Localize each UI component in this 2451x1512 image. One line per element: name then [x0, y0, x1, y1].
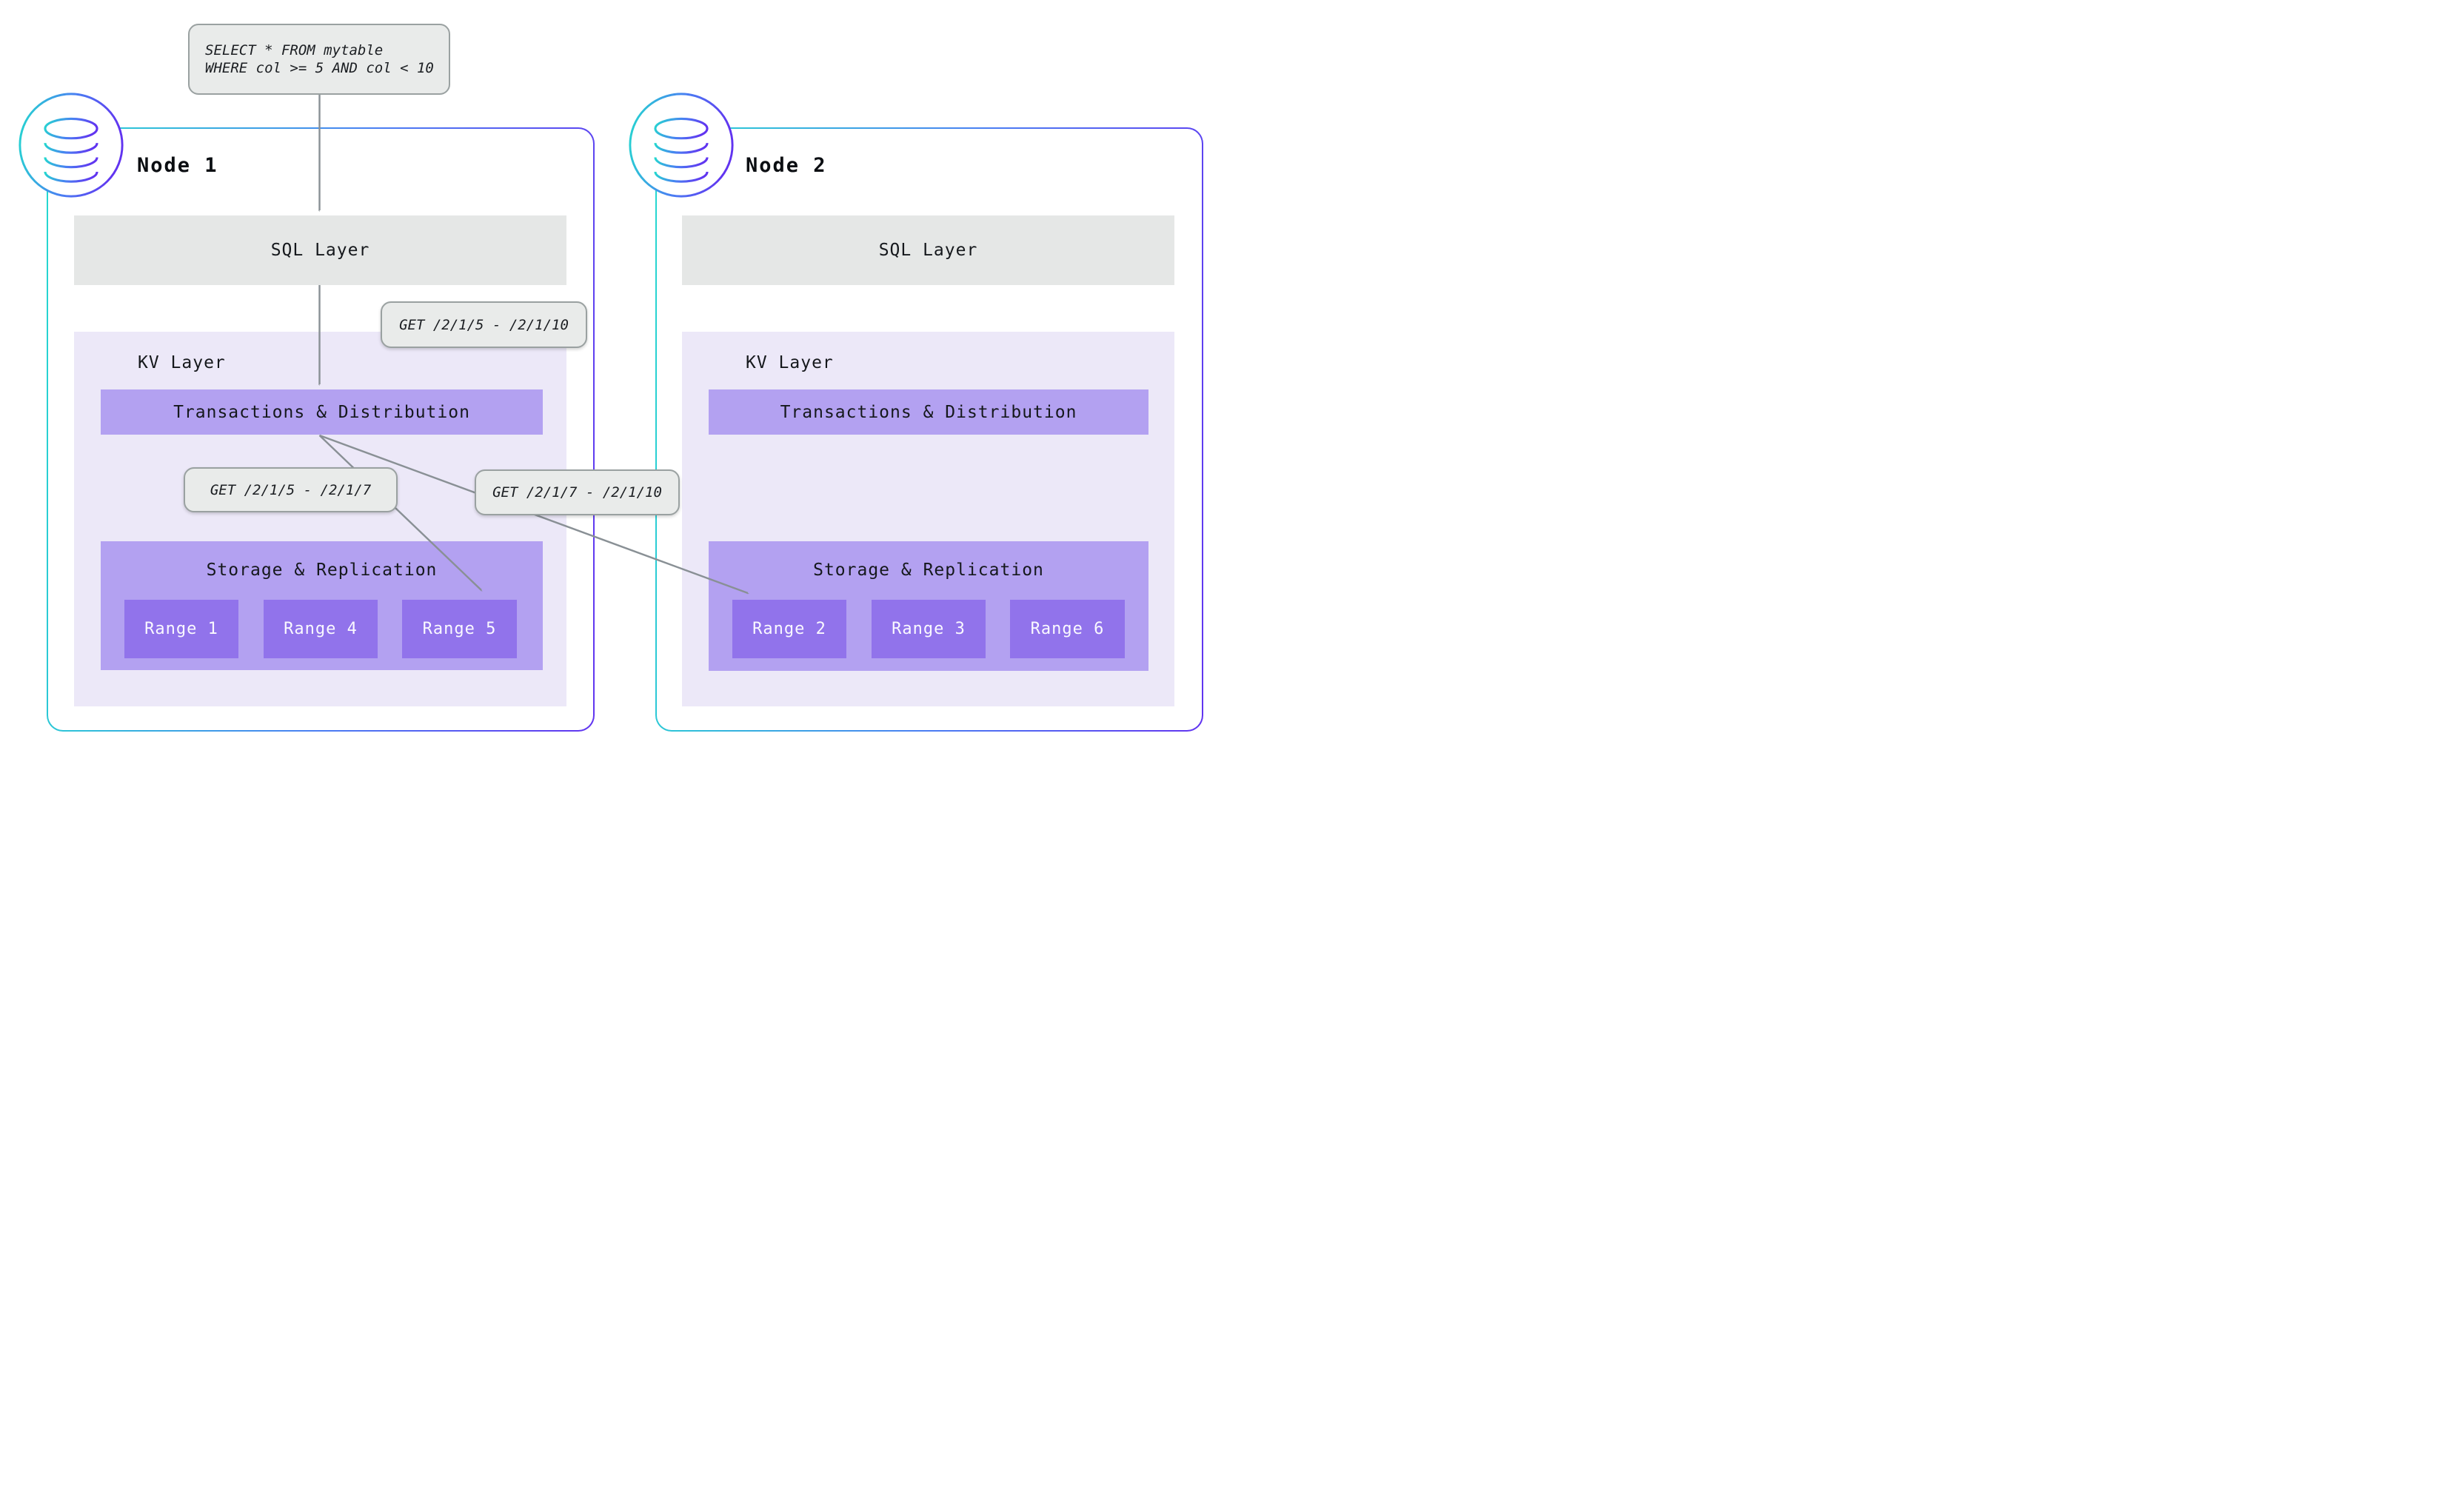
- get-full-range-label: GET /2/1/5 - /2/1/10: [399, 316, 569, 333]
- range-chip: Range 5: [402, 600, 517, 658]
- node1-sql-layer-label: SQL Layer: [270, 241, 370, 260]
- range-label: Range 1: [144, 620, 218, 638]
- node2-sql-layer-label: SQL Layer: [878, 241, 978, 260]
- node2-transactions-distribution-bar: Transactions & Distribution: [709, 389, 1148, 435]
- node1-storage-replication-label: Storage & Replication: [206, 561, 438, 580]
- node1-sql-layer-bar: SQL Layer: [74, 215, 566, 285]
- node1-title: Node 1: [137, 154, 218, 177]
- range-label: Range 3: [892, 620, 966, 638]
- range-chip: Range 2: [732, 600, 846, 658]
- get-right-split-pill: GET /2/1/7 - /2/1/10: [475, 469, 680, 515]
- node2-sql-layer-bar: SQL Layer: [682, 215, 1174, 285]
- node1-transactions-distribution-bar: Transactions & Distribution: [101, 389, 543, 435]
- node2-storage-replication-label: Storage & Replication: [813, 561, 1044, 580]
- node1-transactions-distribution-label: Transactions & Distribution: [173, 402, 470, 422]
- node2-transactions-distribution-label: Transactions & Distribution: [780, 402, 1077, 422]
- range-chip: Range 6: [1010, 600, 1125, 658]
- get-full-range-pill: GET /2/1/5 - /2/1/10: [381, 301, 587, 348]
- database-icon: [19, 93, 124, 198]
- get-left-split-label: GET /2/1/5 - /2/1/7: [210, 481, 372, 498]
- get-left-split-pill: GET /2/1/5 - /2/1/7: [184, 467, 398, 512]
- node2-title: Node 2: [746, 154, 827, 177]
- architecture-diagram: Node 1 Node 2 SQL Layer SQL Layer KV Lay…: [0, 0, 1226, 756]
- range-label: Range 5: [422, 620, 497, 638]
- range-label: Range 6: [1030, 620, 1105, 638]
- range-chip: Range 3: [872, 600, 986, 658]
- range-label: Range 4: [284, 620, 358, 638]
- database-icon: [629, 93, 734, 198]
- range-chip: Range 1: [124, 600, 238, 658]
- sql-query-box: SELECT * FROM mytable WHERE col >= 5 AND…: [188, 24, 450, 95]
- node1-kv-layer-label: KV Layer: [138, 353, 226, 372]
- sql-query-line1: SELECT * FROM mytable: [205, 42, 384, 58]
- node2-kv-layer-label: KV Layer: [746, 353, 834, 372]
- sql-query-line2: WHERE col >= 5 AND col < 10: [205, 60, 434, 76]
- get-right-split-label: GET /2/1/7 - /2/1/10: [492, 484, 662, 501]
- range-label: Range 2: [752, 620, 826, 638]
- range-chip: Range 4: [264, 600, 378, 658]
